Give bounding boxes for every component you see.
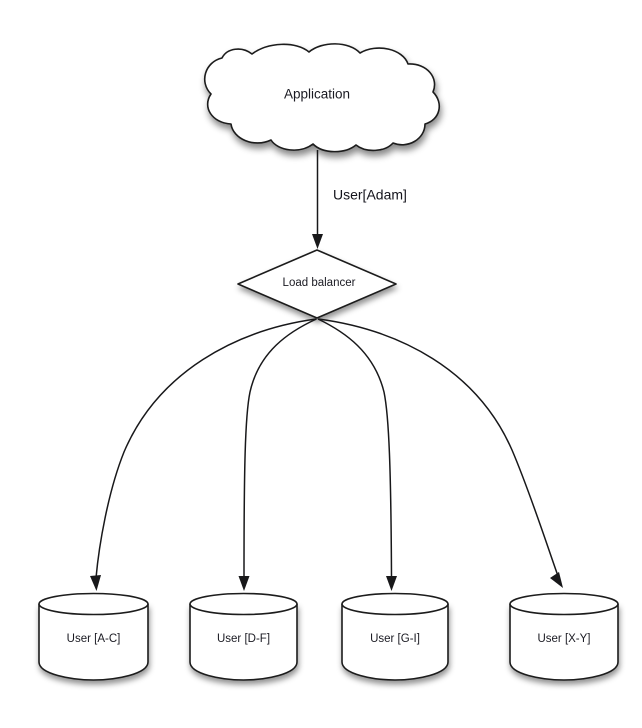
edge-balancer-to-shard-g-i[interactable] (317, 318, 397, 591)
cylinder-body-3 (341, 603, 449, 681)
cylinder-top-4 (509, 592, 619, 616)
shard-edge-line-2 (243, 318, 317, 579)
cylinder-top-1 (38, 592, 149, 616)
shard-label-1: User [A-C] (67, 633, 121, 645)
shard-cylinder-d-f[interactable]: User [D-F] (189, 592, 298, 681)
shard-edge-arrowhead-2 (238, 576, 250, 591)
shard-edge-line-4 (318, 318, 559, 577)
edge-application-to-balancer[interactable] (312, 150, 323, 249)
load-balancer-node[interactable]: Load balancer (237, 249, 397, 319)
cylinder-body-1 (38, 603, 149, 681)
application-cloud-node[interactable]: Application (203, 43, 441, 153)
edge-balancer-to-shard-a-c[interactable] (90, 318, 317, 591)
load-balancer-label: Load balancer (283, 277, 356, 289)
shard-edge-arrowhead-4 (550, 572, 563, 588)
shard-cylinder-a-c[interactable]: User [A-C] (38, 592, 149, 681)
shard-cylinder-g-i[interactable]: User [G-I] (341, 592, 449, 681)
cloud-shape (203, 43, 441, 153)
shard-edge-arrowhead-3 (386, 576, 397, 591)
shard-edge-line-1 (95, 318, 317, 579)
shard-label-3: User [G-I] (370, 633, 420, 645)
shard-edge-arrowhead-1 (90, 575, 101, 591)
application-label: Application (284, 87, 350, 102)
shard-edge-line-3 (317, 318, 393, 579)
shard-label-4: User [X-Y] (537, 633, 590, 645)
diamond-shape (237, 249, 397, 319)
shard-label-2: User [D-F] (217, 633, 270, 645)
request-edge-label: User[Adam] (333, 187, 407, 203)
request-edge-arrowhead (312, 234, 323, 249)
edge-balancer-to-shard-x-y[interactable] (318, 318, 564, 588)
cylinder-body-2 (189, 603, 298, 681)
shard-cylinder-x-y[interactable]: User [X-Y] (509, 592, 619, 681)
cylinder-top-2 (189, 592, 298, 616)
cylinder-top-3 (341, 592, 449, 616)
cylinder-body-4 (509, 603, 619, 681)
edge-balancer-to-shard-d-f[interactable] (238, 318, 317, 591)
